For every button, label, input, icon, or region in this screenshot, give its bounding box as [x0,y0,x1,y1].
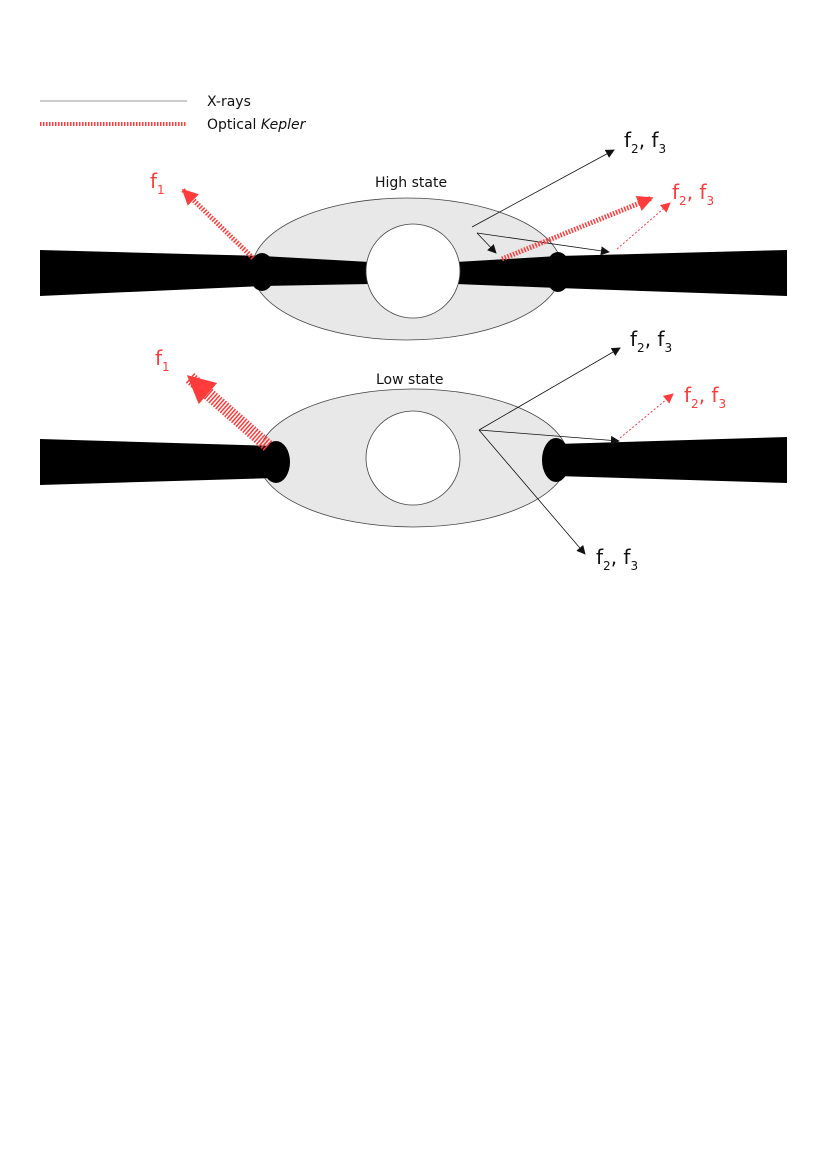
central-object [365,223,461,319]
disk-right-edge [542,438,570,482]
xray-arrow-right [478,429,620,445]
xray-arrow-up [478,347,621,431]
xray-arrow-right [476,232,610,256]
central-object [365,410,461,506]
state-title: High state [375,175,447,191]
xray-arrow-up [471,149,615,228]
disk-left-edge [262,441,290,483]
xray-arrow-down [478,429,586,555]
disk-right-edge [545,252,571,292]
label-f2-f3-xray-up: f2, f3 [630,327,672,355]
disk-right [456,250,787,296]
legend: X-rays Optical Kepler [40,94,307,133]
label-f1: f1 [155,346,170,374]
label-f2-f3-optical: f2, f3 [684,383,726,411]
label-f2-f3-xray-down: f2, f3 [596,545,638,573]
legend-xray-label: X-rays [207,94,251,110]
disk-left [40,250,370,296]
high-state-panel: High state f1 f2, f3 f2, f3 [40,128,787,341]
disk-right [556,437,787,483]
disk-left-edge [249,253,275,291]
label-f2-f3-optical: f2, f3 [672,180,714,208]
disk-left [40,439,275,485]
label-f2-f3-xray: f2, f3 [624,128,666,156]
low-state-panel: Low state f1 f2, f3 f2, f3 f2, f3 [40,327,787,573]
state-title: Low state [376,372,443,388]
label-f1: f1 [150,169,165,197]
legend-optical-label: Optical Kepler [207,117,307,133]
xray-arrow-down [476,232,497,254]
optical-arrow-right-thin [619,393,674,439]
optical-arrow-f1 [184,372,273,451]
optical-arrow-f1 [181,188,255,260]
